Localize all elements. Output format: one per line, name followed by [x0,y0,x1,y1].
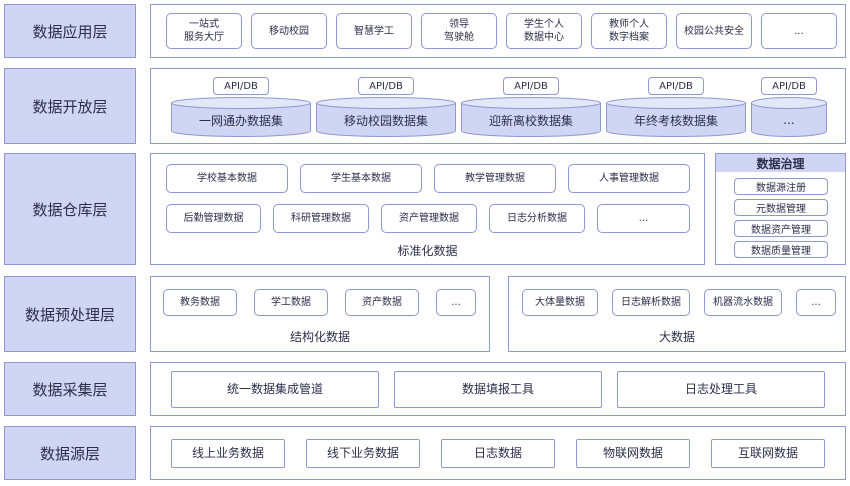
warehouse-item-student-basic: 学生基本数据 [300,164,422,193]
app-item-student-data-center: 学生个人数据中心 [506,13,582,49]
app-item-campus-safety: 校园公共安全 [676,13,752,49]
preprocess-item-bulk: 大体量数据 [522,289,598,316]
layer-label-preprocess: 数据预处理层 [4,276,136,352]
app-item-more: ... [761,13,837,49]
layer-label-collect: 数据采集层 [4,362,136,416]
governance-item-quality: 数据质量管理 [734,241,828,258]
governance-item-source-register: 数据源注册 [734,178,828,195]
dataset-cylinder-2 [316,97,456,137]
warehouse-caption: 标准化数据 [397,243,458,258]
warehouse-item-school-basic: 学校基本数据 [166,164,288,193]
warehouse-item-hr-mgmt: 人事管理数据 [568,164,690,193]
dataset-cylinder-1 [171,97,311,137]
layer-label-warehouse: 数据仓库层 [4,153,136,265]
warehouse-item-more: ... [597,204,690,233]
dataset-label-3: 迎新离校数据集 [488,113,573,128]
dataset-label-4: 年终考核数据集 [633,113,718,128]
preprocess-item-left-more: ... [436,289,476,316]
app-item-mobile-campus: 移动校园 [251,13,327,49]
dataset-cylinder-4 [606,97,746,137]
source-item-iot: 物联网数据 [576,439,690,468]
open-tag-2: API/DB [358,77,414,95]
collect-item-fill-tool: 数据填报工具 [394,371,602,408]
warehouse-item-teaching-mgmt: 教学管理数据 [434,164,556,193]
layer-label-app: 数据应用层 [4,4,136,58]
warehouse-item-assets: 资产管理数据 [381,204,477,233]
preprocess-bigdata-caption: 大数据 [658,329,695,344]
warehouse-item-research: 科研管理数据 [273,204,369,233]
source-item-logs: 日志数据 [441,439,555,468]
source-item-internet: 互联网数据 [711,439,825,468]
layer-label-source: 数据源层 [4,426,136,480]
app-item-smart-student-affairs: 智慧学工 [336,13,412,49]
collect-item-pipeline: 统一数据集成管道 [171,371,379,408]
preprocess-item-right-more: ... [796,289,836,316]
app-item-leader-cockpit: 领导驾驶舱 [421,13,497,49]
open-tag-4: API/DB [648,77,704,95]
dataset-label-5: ... [783,113,795,127]
dataset-cylinder-3 [461,97,601,137]
preprocess-structured-caption: 结构化数据 [289,329,350,344]
warehouse-item-logistics: 后勤管理数据 [166,204,261,233]
source-item-online: 线上业务数据 [171,439,285,468]
preprocess-item-academic: 教务数据 [163,289,237,316]
dataset-cylinder-5 [751,97,827,137]
preprocess-item-student-affairs: 学工数据 [254,289,328,316]
open-tag-5: API/DB [761,77,817,95]
open-tag-3: API/DB [503,77,559,95]
collect-item-log-tool: 日志处理工具 [617,371,825,408]
governance-item-asset: 数据资产管理 [734,220,828,237]
dataset-label-1: 一网通办数据集 [198,113,283,128]
app-item-teacher-archive: 教师个人数字档案 [591,13,667,49]
governance-title: 数据治理 [716,154,845,172]
preprocess-item-log-parse: 日志解析数据 [612,289,690,316]
dataset-label-2: 移动校园数据集 [343,113,428,128]
app-item-service-hall: 一站式服务大厅 [166,13,242,49]
governance-item-metadata: 元数据管理 [734,199,828,216]
preprocess-item-machine-stream: 机器流水数据 [704,289,782,316]
open-tag-1: API/DB [213,77,269,95]
preprocess-item-assets: 资产数据 [345,289,419,316]
layer-label-open: 数据开放层 [4,68,136,144]
warehouse-item-log-analysis: 日志分析数据 [489,204,585,233]
source-item-offline: 线下业务数据 [306,439,420,468]
